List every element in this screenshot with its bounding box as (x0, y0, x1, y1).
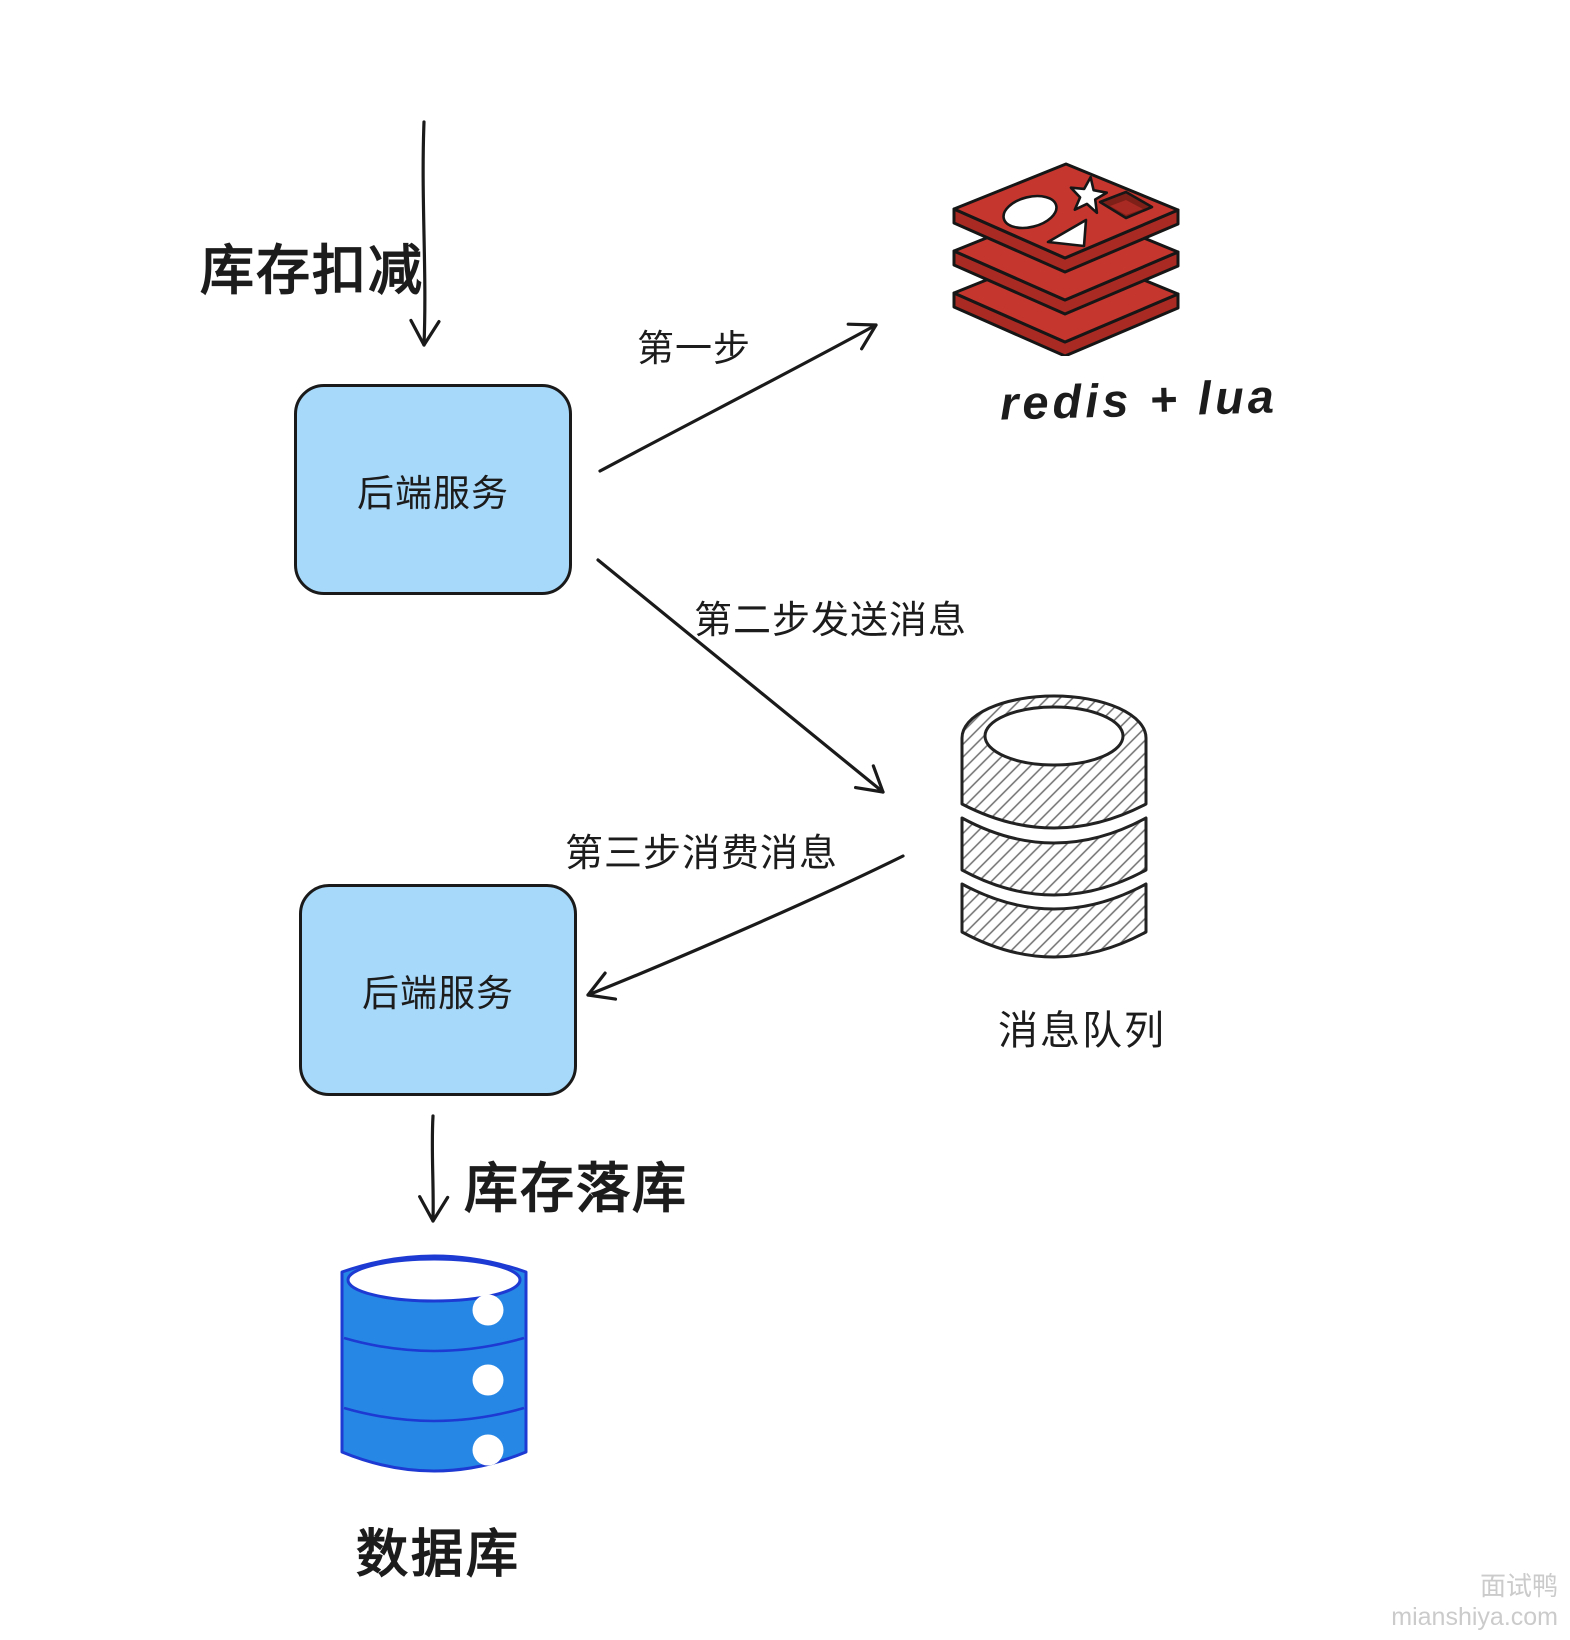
arrow-inventory-to-backend (409, 120, 441, 347)
step3-label: 第三步消费消息 (565, 833, 839, 875)
redis-icon (952, 162, 1180, 356)
backend-service-top-label: 后端服务 (357, 472, 509, 514)
arrow-step1-to-redis (598, 322, 878, 473)
database-icon (340, 1254, 528, 1473)
inventory-persist-label: 库存落库 (464, 1159, 688, 1219)
database-label: 数据库 (356, 1526, 522, 1584)
arrow-step2-to-message-queue (596, 558, 885, 794)
watermark: 面试鸭 mianshiya.com (1391, 1571, 1558, 1632)
watermark-brand: 面试鸭 (1479, 1570, 1558, 1601)
inventory-deduction-label: 库存扣减 (200, 241, 424, 301)
arrow-step3-to-backend (586, 854, 905, 1001)
watermark-site: mianshiya.com (1391, 1603, 1558, 1631)
backend-service-box-top: 后端服务 (294, 384, 572, 595)
redis-lua-label: redis + lua (999, 369, 1279, 430)
step2-label: 第二步发送消息 (694, 600, 968, 642)
message-queue-label: 消息队列 (998, 1009, 1166, 1053)
backend-service-bottom-label: 后端服务 (362, 973, 514, 1014)
backend-service-box-bottom: 后端服务 (299, 884, 577, 1096)
message-queue-icon (960, 694, 1148, 959)
step1-label: 第一步 (637, 328, 751, 369)
arrow-backend-to-database (418, 1114, 450, 1223)
